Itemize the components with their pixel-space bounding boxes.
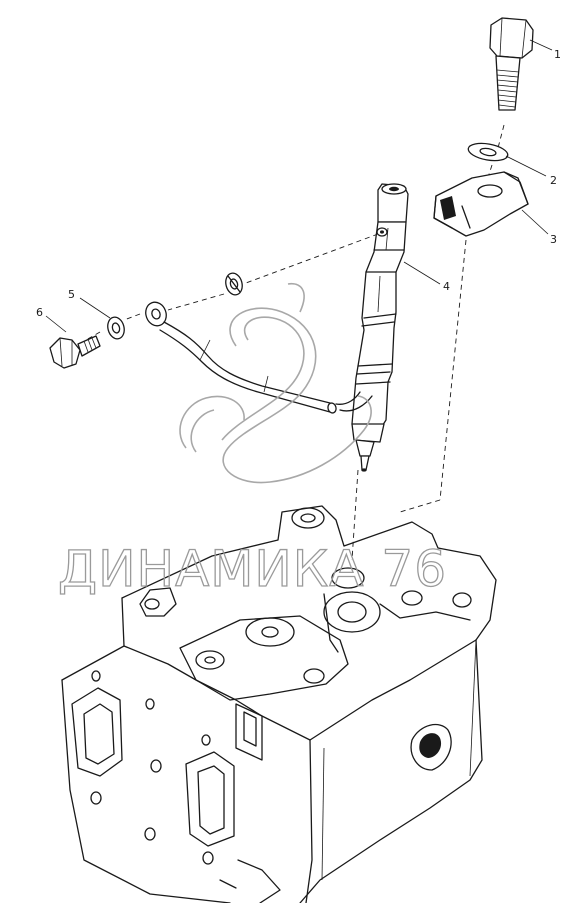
assembly-axis-lines <box>85 124 505 561</box>
leader-lines <box>45 39 553 333</box>
watermark: ДИНАМИКА 76 <box>57 282 447 599</box>
part-3-clamp <box>433 171 529 237</box>
part-5-washer <box>225 272 243 296</box>
part-6-banjo-bolt <box>49 335 101 369</box>
part-2-washer <box>467 142 509 162</box>
cylinder-head <box>61 505 497 903</box>
watermark-logo-icon <box>179 282 372 484</box>
leak-off-pipe <box>145 301 373 414</box>
part-6-washer <box>107 316 125 340</box>
part-1-bolt <box>489 17 534 111</box>
watermark-text: ДИНАМИКА 76 <box>58 540 447 598</box>
callout-5-label: 5 <box>68 288 75 301</box>
callout-6-label: 6 <box>36 306 43 319</box>
callout-4-label: 4 <box>443 280 450 293</box>
callout-2-label: 2 <box>550 174 557 187</box>
callout-labels: 1 2 3 4 5 6 <box>36 48 561 319</box>
callout-3-label: 3 <box>550 233 557 246</box>
callout-1-label: 1 <box>554 48 561 61</box>
part-4-injector <box>351 183 409 472</box>
